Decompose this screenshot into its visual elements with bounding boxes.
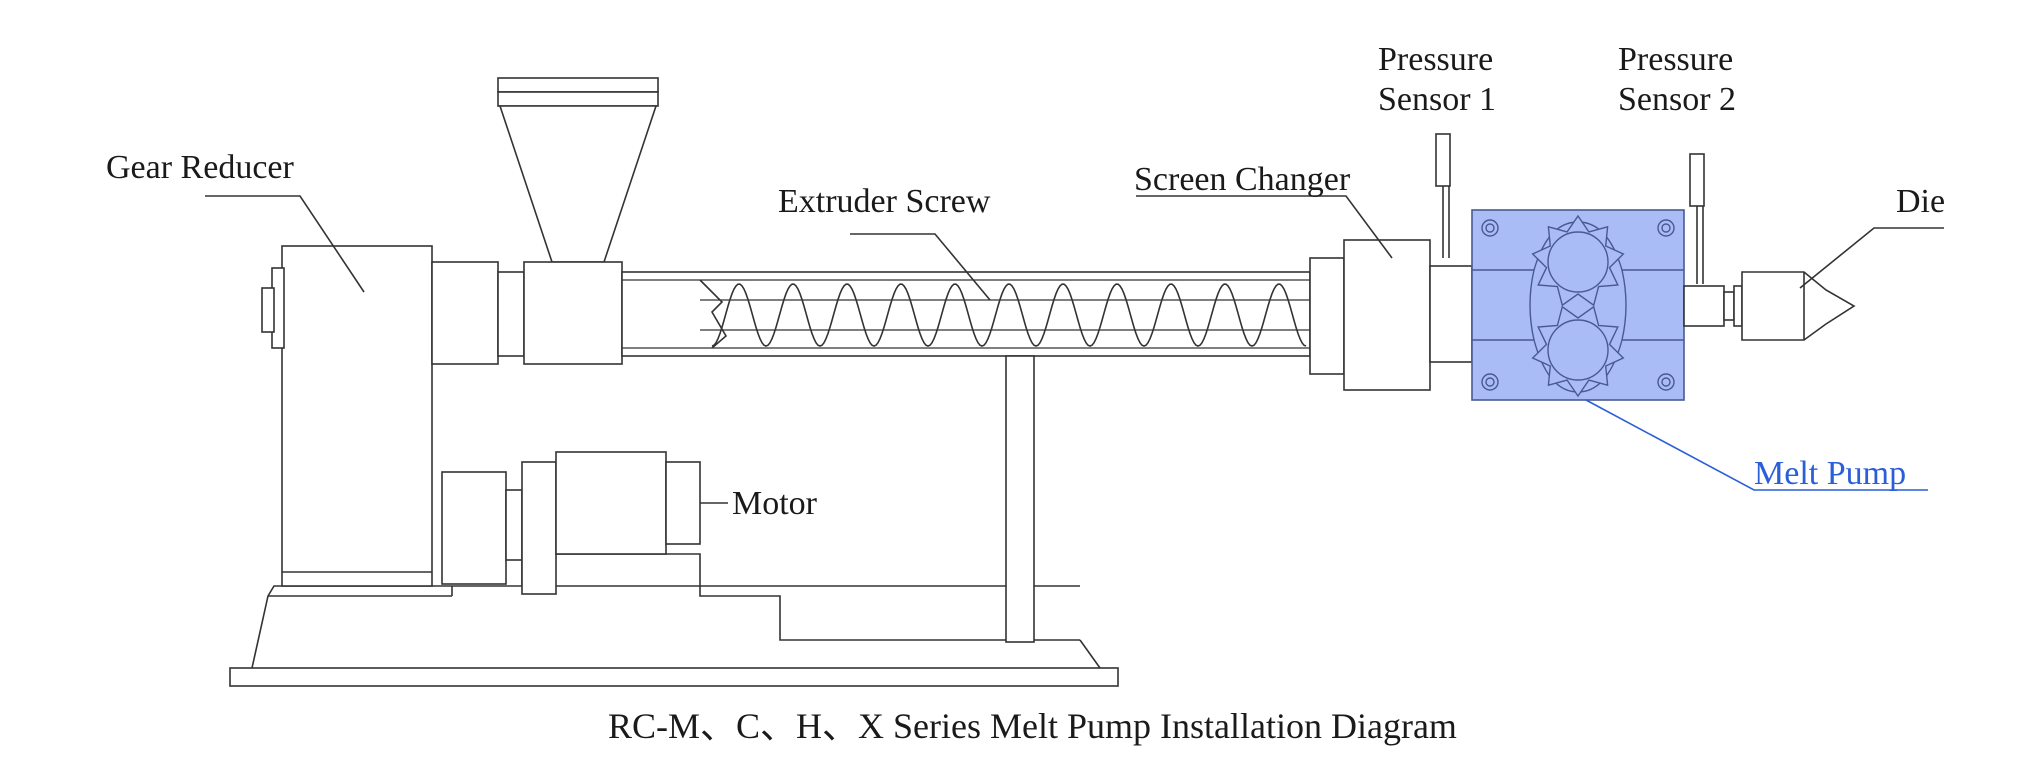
label-pressure-sensor-2-line1: Pressure: [1618, 41, 1733, 78]
motor: [441, 451, 728, 595]
melt-pump: [1471, 209, 1685, 401]
machine-base: [229, 553, 1119, 687]
label-gear-reducer: Gear Reducer: [106, 149, 295, 186]
hopper: [497, 77, 659, 365]
coupling: [431, 261, 525, 365]
die: [1683, 271, 1856, 341]
gear-top-hub: [1547, 231, 1609, 293]
pump-gear-bottom: [1531, 305, 1625, 398]
leader-lines: [205, 195, 1944, 491]
label-pressure-sensor-1-line2: Sensor 1: [1378, 81, 1496, 118]
gear-bottom-hub: [1547, 319, 1609, 381]
label-pressure-sensor-2-line2: Sensor 2: [1618, 81, 1736, 118]
diagram-caption: RC-M、C、H、X Series Melt Pump Installation…: [608, 706, 1457, 746]
label-pressure-sensor-1-line1: Pressure: [1378, 41, 1493, 78]
pressure-sensor-1: [1435, 133, 1451, 258]
screen-changer: [1309, 239, 1473, 391]
label-die: Die: [1896, 183, 1945, 220]
gear-reducer: [261, 245, 433, 587]
label-screen-changer: Screen Changer: [1134, 161, 1351, 198]
extruder-barrel: [621, 271, 1311, 357]
support-post: [1005, 355, 1035, 643]
pressure-sensor-2: [1689, 153, 1705, 284]
label-extruder-screw: Extruder Screw: [778, 183, 991, 220]
label-motor: Motor: [732, 485, 818, 522]
pump-gear-top: [1531, 214, 1625, 307]
label-melt-pump: Melt Pump: [1754, 455, 1906, 492]
